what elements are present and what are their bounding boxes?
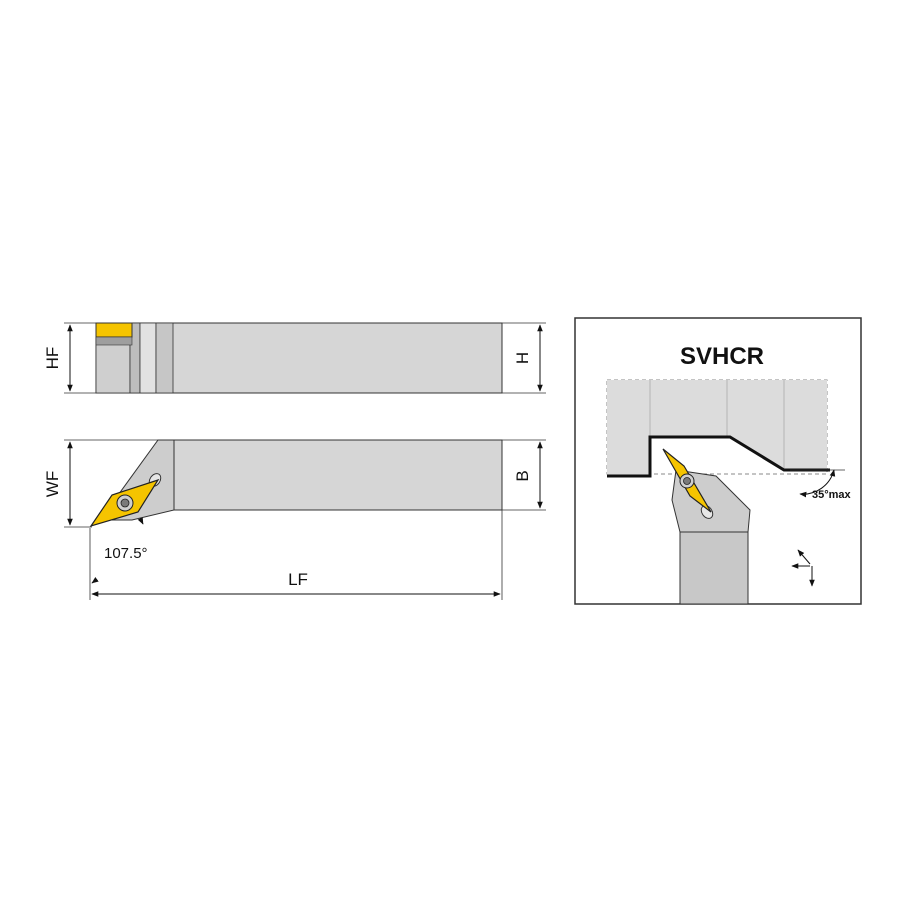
shank-top-body bbox=[173, 439, 503, 511]
max-angle-label: 35°max bbox=[812, 489, 852, 501]
h-label: H bbox=[513, 352, 532, 364]
top-view: 107.5° WF B LF bbox=[43, 439, 546, 600]
feed-direction-arrows bbox=[791, 549, 815, 587]
angle-label: 107.5° bbox=[104, 545, 148, 562]
wf-label: WF bbox=[43, 471, 62, 497]
panel-title: SVHCR bbox=[680, 343, 764, 370]
head-segment-4 bbox=[155, 322, 174, 394]
b-label: B bbox=[513, 470, 532, 481]
max-angle-arc bbox=[799, 469, 836, 498]
side-view: HF H bbox=[43, 322, 546, 394]
insert-side bbox=[95, 322, 133, 338]
head-segment-3 bbox=[139, 322, 157, 394]
insert-seat bbox=[95, 336, 133, 346]
hf-label: HF bbox=[43, 347, 62, 370]
lf-label: LF bbox=[288, 570, 308, 589]
panel-shank bbox=[679, 531, 749, 605]
application-panel: SVHCR 35°max bbox=[574, 317, 862, 605]
